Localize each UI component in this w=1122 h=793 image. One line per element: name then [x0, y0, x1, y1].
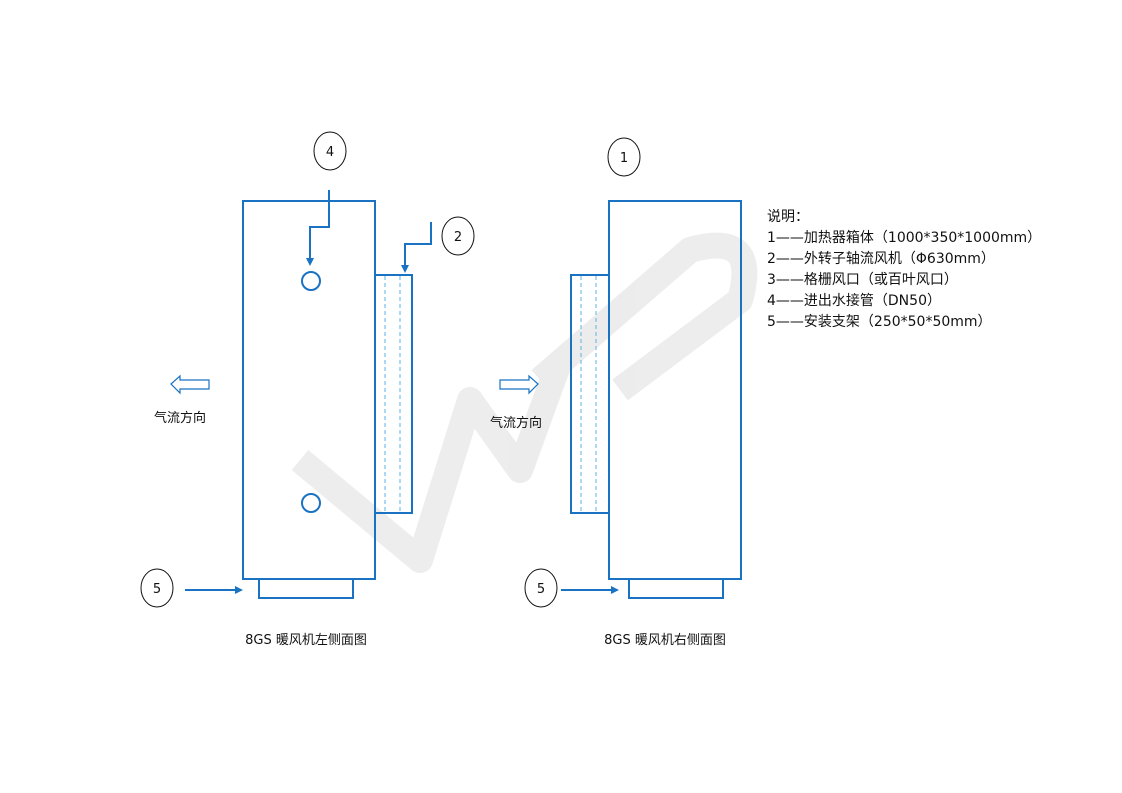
wps-watermark [291, 232, 758, 573]
legend-item: 1——加热器箱体（1000*350*1000mm） [767, 230, 1041, 246]
fan-panel [374, 274, 413, 514]
caption-left: 8GS 暖风机左侧面图 [245, 633, 367, 648]
callout-1-label: 1 [620, 151, 628, 166]
legend-item: 2——外转子轴流风机（Φ630mm） [767, 251, 995, 267]
airflow-label-left: 气流方向 [154, 410, 206, 426]
mount-bracket [258, 578, 354, 599]
water-inlet-pipe [301, 271, 321, 291]
callout-5-left-label: 5 [153, 582, 161, 597]
callout-2 [441, 216, 475, 256]
callout-5-right-label: 5 [537, 582, 545, 597]
airflow-arrow-left-icon [170, 374, 210, 395]
airflow-arrow-right-icon [499, 374, 539, 395]
water-outlet-pipe [301, 493, 321, 513]
callout-5-left [140, 568, 174, 608]
legend-item: 5——安装支架（250*50*50mm） [767, 314, 992, 330]
airflow-label-right: 气流方向 [490, 415, 542, 431]
mount-bracket [628, 578, 724, 599]
left-side-view: 4 2 5 气流方向 8GS 暖风机左侧面图 [140, 131, 475, 648]
legend-item: 4——进出水接管（DN50） [767, 292, 941, 309]
callout-4 [313, 131, 347, 171]
caption-right: 8GS 暖风机右侧面图 [604, 633, 726, 648]
legend-title: 说明： [767, 209, 809, 225]
callout-1 [607, 137, 641, 177]
callout-5-right [524, 568, 558, 608]
legend-item: 3——格栅风口（或百叶风口） [767, 272, 958, 288]
callout-2-label: 2 [454, 230, 462, 245]
fan-panel [570, 274, 610, 514]
right-side-view: 1 5 气流方向 8GS 暖风机右侧面图 [490, 137, 742, 648]
leader-arrow-4 [306, 190, 330, 266]
legend: 说明： 1——加热器箱体（1000*350*1000mm） 2——外转子轴流风机… [767, 209, 1041, 330]
leader-arrow-2 [401, 222, 432, 273]
callout-4-label: 4 [326, 145, 334, 160]
